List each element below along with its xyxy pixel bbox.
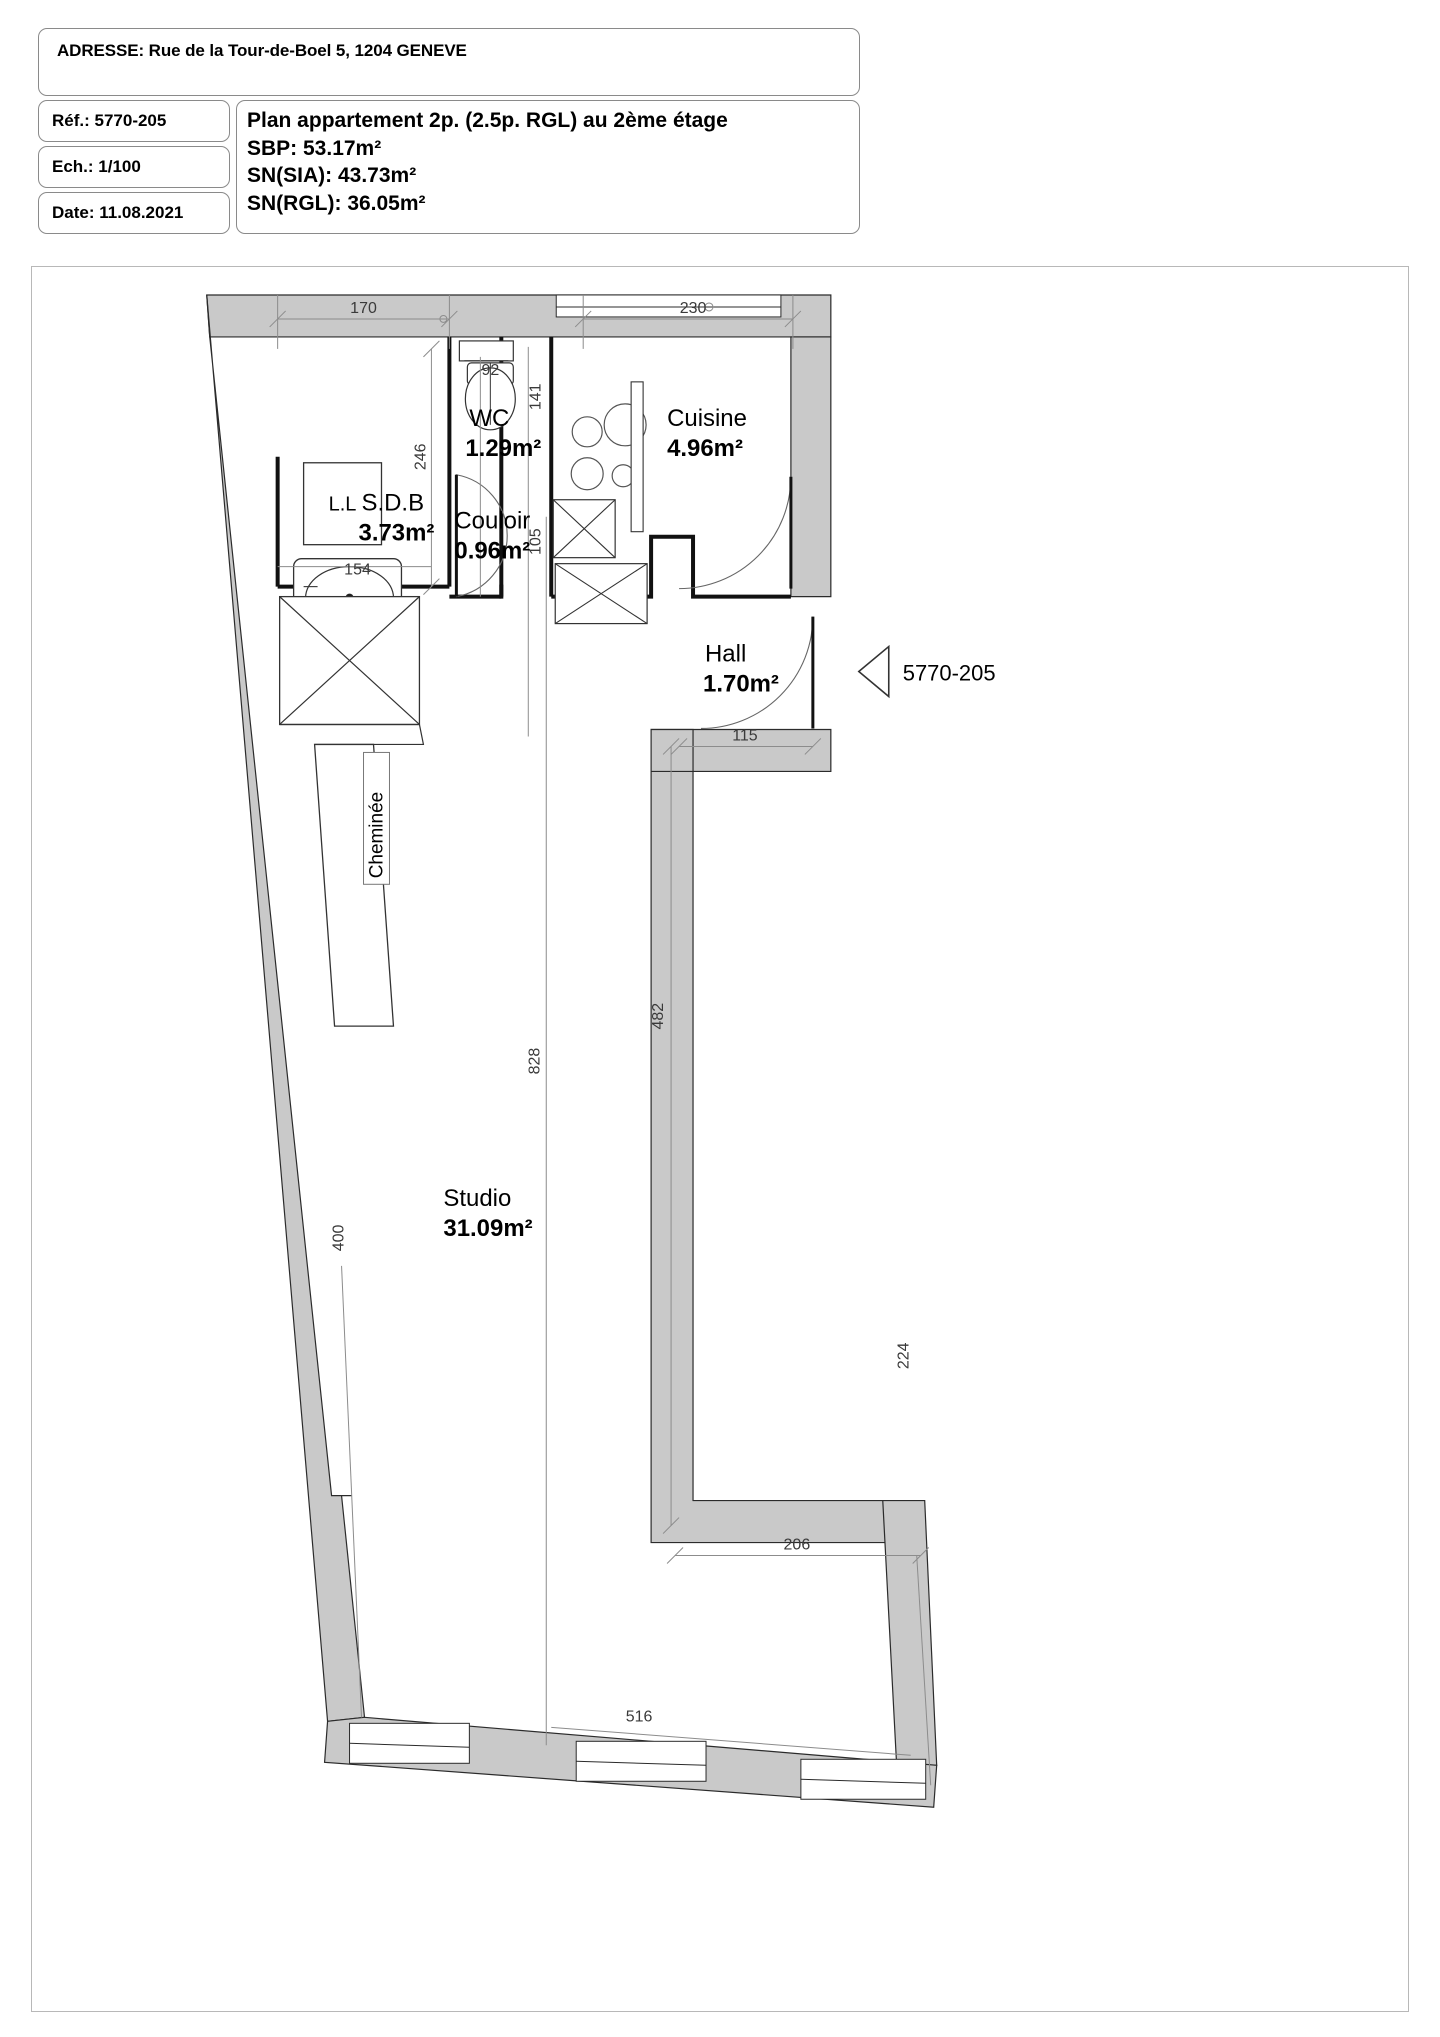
room-label-group: WC 1.29m² Cuisine 4.96m² S.D.B 3.73m² Co… — [359, 405, 779, 1242]
room-area-wc: 1.29m² — [465, 435, 541, 462]
window-sash-line-2 — [576, 1760, 707, 1766]
chimney-label-box — [363, 751, 390, 885]
dimension-170: 170 — [350, 300, 377, 317]
room-area-cuisine: 4.96m² — [667, 435, 743, 462]
burner-small-2 — [570, 457, 604, 491]
dimension-246: 246 — [412, 443, 429, 470]
marker-triangle-icon — [857, 644, 890, 699]
dimension-group — [269, 294, 932, 1786]
scale-label: Ech.: 1/100 — [52, 157, 141, 176]
dimension-154: 154 — [344, 562, 371, 579]
window-group-bottom — [349, 1722, 927, 1800]
room-area-couloir: 0.96m² — [454, 538, 530, 565]
dimline-516 — [551, 1726, 911, 1756]
dimtick-206 — [666, 1547, 930, 1564]
room-label-sdb: S.D.B — [362, 490, 425, 517]
dimtick-246 — [423, 340, 440, 595]
room-label-couloir: Couloir — [454, 508, 530, 535]
dimension-828: 828 — [526, 1048, 543, 1075]
kitchen-door-swing — [679, 476, 792, 590]
window-sash-line-1 — [349, 1742, 470, 1748]
wall-hall-stub — [650, 728, 694, 773]
room-area-studio: 31.09m² — [443, 1215, 532, 1242]
room-label-cuisine: Cuisine — [667, 405, 747, 432]
kitchen-fixtures — [552, 381, 793, 625]
room-label-studio: Studio — [443, 1185, 511, 1212]
dimtick-482 — [662, 738, 680, 1534]
dimension-115: 115 — [732, 727, 758, 744]
chimney-connector — [279, 723, 425, 746]
marker-label: 5770-205 — [903, 661, 996, 686]
dimension-105: 105 — [527, 528, 544, 555]
window-opening-3 — [800, 1758, 927, 1800]
wc-cistern — [458, 340, 514, 362]
dim-node-230 — [704, 302, 714, 312]
dimension-516: 516 — [626, 1708, 653, 1725]
sbp-value: SBP: 53.17m² — [247, 136, 382, 160]
floor-plan-frame: L.L 92 — [31, 266, 1409, 2012]
reference-label: Réf.: 5770-205 — [52, 111, 167, 130]
dimension-92: 92 — [481, 362, 499, 379]
laundry-machine — [302, 462, 383, 546]
title-block: ADRESSE: Rue de la Tour-de-Boel 5, 1204 … — [38, 28, 860, 234]
dimension-text-group: 170 230 246 141 105 154 115 482 828 400 … — [331, 300, 913, 1725]
dimline-224 — [916, 1555, 932, 1786]
room-area-sdb: 3.73m² — [359, 520, 435, 547]
studio-storage: Cheminée — [278, 595, 425, 1027]
date-box: Date: 11.08.2021 — [38, 192, 230, 234]
dimension-482: 482 — [650, 1003, 667, 1030]
plan-reference-marker: 5770-205 — [857, 644, 996, 699]
room-label-wc: WC — [469, 405, 509, 432]
address-label: ADRESSE: Rue de la Tour-de-Boel 5, 1204 … — [57, 41, 467, 60]
room-area-hall: 1.70m² — [703, 671, 779, 698]
burner-small-1 — [571, 416, 603, 448]
wall-right-exterior — [882, 1499, 938, 1768]
studio-closet-cross — [279, 596, 420, 725]
sn-sia-value: SN(SIA): 43.73m² — [247, 164, 417, 188]
floor-plan-drawing: L.L 92 — [206, 294, 996, 1808]
dimtick-115 — [670, 738, 822, 755]
dimension-224: 224 — [896, 1342, 913, 1369]
address-box: ADRESSE: Rue de la Tour-de-Boel 5, 1204 … — [38, 28, 860, 96]
sn-rgl-value: SN(RGL): 36.05m² — [247, 192, 426, 216]
laundry-label: L.L — [329, 494, 357, 516]
reference-box: Réf.: 5770-205 — [38, 100, 230, 142]
kitchen-column — [630, 381, 644, 533]
plan-info-box: Plan appartement 2p. (2.5p. RGL) au 2ème… — [236, 100, 860, 234]
scale-box: Ech.: 1/100 — [38, 146, 230, 188]
dimension-141: 141 — [527, 383, 544, 410]
dim-node-170 — [439, 314, 448, 323]
hall-door — [701, 616, 815, 730]
dimline-400 — [341, 1265, 363, 1718]
wall-kitchen-right — [790, 336, 832, 598]
dimension-230: 230 — [680, 300, 707, 317]
wc-fixtures: 92 — [454, 340, 516, 598]
dimension-400: 400 — [331, 1224, 348, 1251]
window-opening-1 — [349, 1722, 470, 1764]
room-label-hall: Hall — [705, 641, 746, 668]
window-group-top — [555, 294, 782, 318]
date-label: Date: 11.08.2021 — [52, 203, 184, 222]
kitchen-counter-upper-cross — [552, 499, 616, 559]
window-opening-2 — [575, 1740, 707, 1782]
window-kitchen-top — [555, 294, 782, 318]
wall-hall-right — [650, 728, 922, 1544]
plan-title: Plan appartement 2p. (2.5p. RGL) au 2ème… — [247, 109, 728, 132]
chimney-label: Cheminée — [366, 792, 387, 878]
dimension-206: 206 — [784, 1537, 811, 1554]
hall-door-swing — [701, 616, 814, 730]
window-sash-line-3 — [800, 1778, 926, 1784]
kitchen-counter-lower-cross — [554, 563, 648, 625]
